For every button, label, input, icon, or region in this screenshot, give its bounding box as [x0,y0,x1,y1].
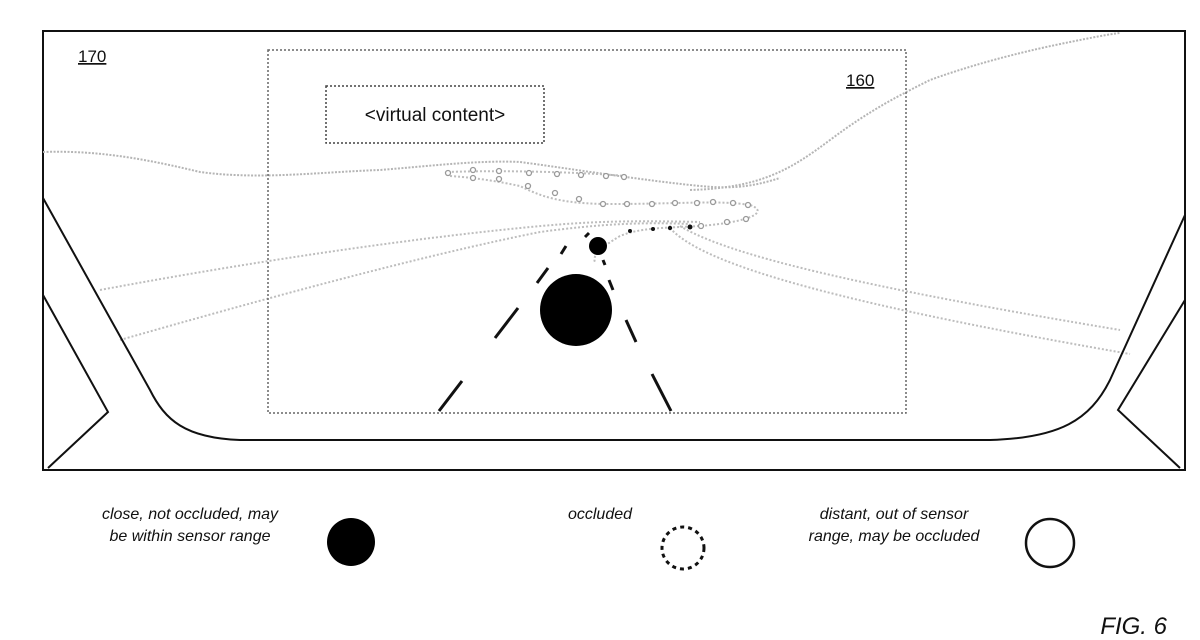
close-object-marker-large [540,274,612,346]
road-right-edge-far [679,225,1121,331]
road-right-edge-near [669,227,1131,355]
left-pillar [42,294,110,469]
dashed-circle-icon [660,525,706,571]
windshield-frame [42,30,1186,471]
legend-occluded-label: occluded [568,506,633,523]
close-object-marker-small [589,237,607,255]
legend: close, not occluded, may be within senso… [102,506,1076,571]
legend-close-label-line2: be within sensor range [110,528,271,545]
legend-close-label-line1: close, not occluded, may [102,506,279,523]
virtual-content-box [325,85,545,144]
display-reference-160: 160 [846,71,874,90]
display-region [267,49,907,414]
legend-distant-label-line1: distant, out of sensor [820,506,969,523]
legend-distant-label-line2: range, may be occluded [809,528,981,545]
figure-label: FIG. 6 [1100,613,1167,640]
route-waypoints-distant [444,166,752,230]
road-lane-markings [437,231,673,412]
right-pillar [1116,299,1186,469]
filled-circle-icon [327,518,375,566]
horizon-line [42,150,781,189]
virtual-content-label: <virtual content> [365,105,505,126]
mountain-slope-line [689,32,1121,191]
windshield-reference-170: 170 [78,47,106,66]
open-circle-icon [1024,517,1076,569]
dashboard-outline [42,197,1186,441]
road-left-edge-near [119,222,691,341]
road-left-edge-far [99,220,701,291]
route-waypoints-close [628,224,693,233]
